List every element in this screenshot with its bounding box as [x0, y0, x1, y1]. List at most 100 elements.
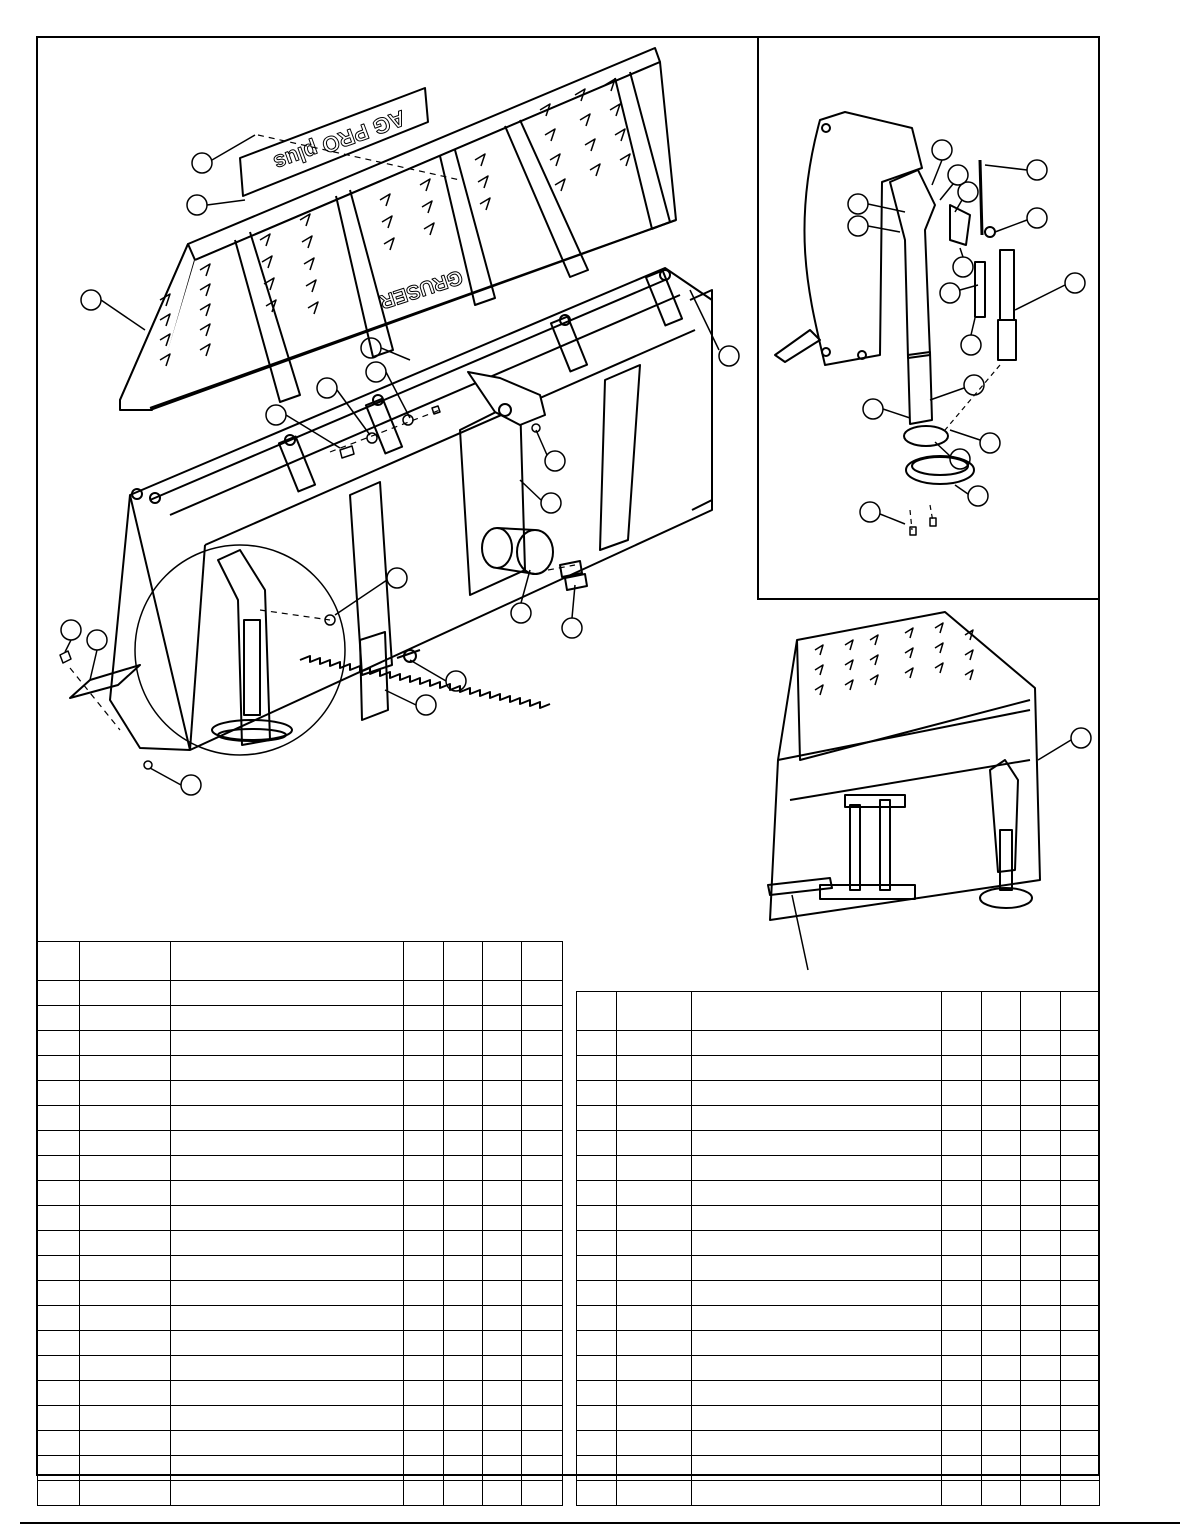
table-cell: [79, 1280, 171, 1306]
table-cell: [482, 1005, 522, 1031]
table-cell: [443, 1030, 483, 1056]
table-cell: [443, 1005, 483, 1031]
table-row: [576, 1180, 1100, 1206]
table-row: [37, 1255, 563, 1281]
table-cell: [981, 1230, 1021, 1256]
table-cell: [79, 980, 171, 1006]
table-cell: [79, 1105, 171, 1131]
table-cell: [170, 1355, 404, 1381]
detail-assembly-lines: [909, 364, 1001, 531]
table-cell: [403, 1455, 444, 1481]
parts-table-right: [576, 991, 1100, 1506]
rear-chevrons: [814, 622, 974, 696]
table-cell: [521, 1230, 563, 1256]
table-cell: [941, 1405, 982, 1431]
table-cell: [403, 1180, 444, 1206]
table-cell: [79, 1380, 171, 1406]
table-cell: [521, 1430, 563, 1456]
table-cell: [170, 1105, 404, 1131]
table-cell: [79, 1405, 171, 1431]
table-cell: [941, 1305, 982, 1331]
table-cell: [1060, 1130, 1100, 1156]
table-cell: [170, 1330, 404, 1356]
table-cell: [37, 1055, 80, 1081]
table-cell: [37, 1355, 80, 1381]
table-cell: [443, 1055, 483, 1081]
jack-in-main-view: [211, 549, 293, 746]
table-cell: [1060, 1305, 1100, 1331]
table-cell: [403, 1380, 444, 1406]
table-cell: [403, 1330, 444, 1356]
table-cell: [941, 1355, 982, 1381]
table-cell: [79, 1230, 171, 1256]
table-cell: [443, 1205, 483, 1231]
table-cell: [37, 1480, 80, 1506]
table-cell: [170, 1380, 404, 1406]
table-cell: [443, 1455, 483, 1481]
outer-frame: [36, 36, 1100, 1476]
table-cell: [576, 1030, 617, 1056]
table-cell: [1020, 1280, 1061, 1306]
table-cell: [37, 1405, 80, 1431]
table-cell: [443, 1105, 483, 1131]
table-cell: [37, 1155, 80, 1181]
table-cell: [482, 1155, 522, 1181]
table-cell: [1020, 1130, 1061, 1156]
table-cell: [521, 1405, 563, 1431]
right-table-header-cell: [691, 991, 942, 1031]
table-cell: [981, 1455, 1021, 1481]
table-cell: [79, 1030, 171, 1056]
right-table-header-cell: [576, 991, 617, 1031]
table-cell: [443, 1305, 483, 1331]
table-cell: [1020, 1305, 1061, 1331]
table-cell: [691, 1455, 942, 1481]
table-cell: [482, 980, 522, 1006]
table-cell: [1020, 1155, 1061, 1181]
table-cell: [576, 1255, 617, 1281]
table-cell: [691, 1255, 942, 1281]
table-cell: [170, 1405, 404, 1431]
table-row: [37, 980, 563, 1006]
table-cell: [616, 1230, 692, 1256]
table-row: [576, 1305, 1100, 1331]
table-cell: [482, 1080, 522, 1106]
table-cell: [1060, 1180, 1100, 1206]
table-cell: [691, 1180, 942, 1206]
table-cell: [981, 1030, 1021, 1056]
table-cell: [1060, 1205, 1100, 1231]
table-cell: [521, 1180, 563, 1206]
table-cell: [79, 1455, 171, 1481]
blade-body: [109, 267, 713, 751]
table-cell: [981, 1080, 1021, 1106]
table-cell: [941, 1105, 982, 1131]
table-cell: [37, 1030, 80, 1056]
table-cell: [37, 1105, 80, 1131]
table-cell: [170, 1180, 404, 1206]
table-cell: [981, 1180, 1021, 1206]
table-cell: [576, 1330, 617, 1356]
table-row: [37, 1480, 563, 1506]
table-cell: [521, 1380, 563, 1406]
table-cell: [403, 1255, 444, 1281]
table-cell: [170, 1205, 404, 1231]
table-row: [37, 1405, 563, 1431]
table-cell: [37, 1080, 80, 1106]
table-cell: [616, 1205, 692, 1231]
table-cell: [941, 1480, 982, 1506]
table-row: [576, 1030, 1100, 1056]
table-cell: [691, 1380, 942, 1406]
table-cell: [981, 1305, 1021, 1331]
table-cell: [482, 1230, 522, 1256]
table-cell: [170, 1080, 404, 1106]
table-cell: [521, 1155, 563, 1181]
table-cell: [1020, 1180, 1061, 1206]
table-cell: [1060, 1380, 1100, 1406]
table-cell: [941, 1380, 982, 1406]
table-cell: [1060, 1155, 1100, 1181]
table-cell: [941, 1430, 982, 1456]
right-table-header-cell: [981, 991, 1021, 1031]
table-cell: [1060, 1330, 1100, 1356]
table-cell: [1020, 1330, 1061, 1356]
table-cell: [521, 1280, 563, 1306]
